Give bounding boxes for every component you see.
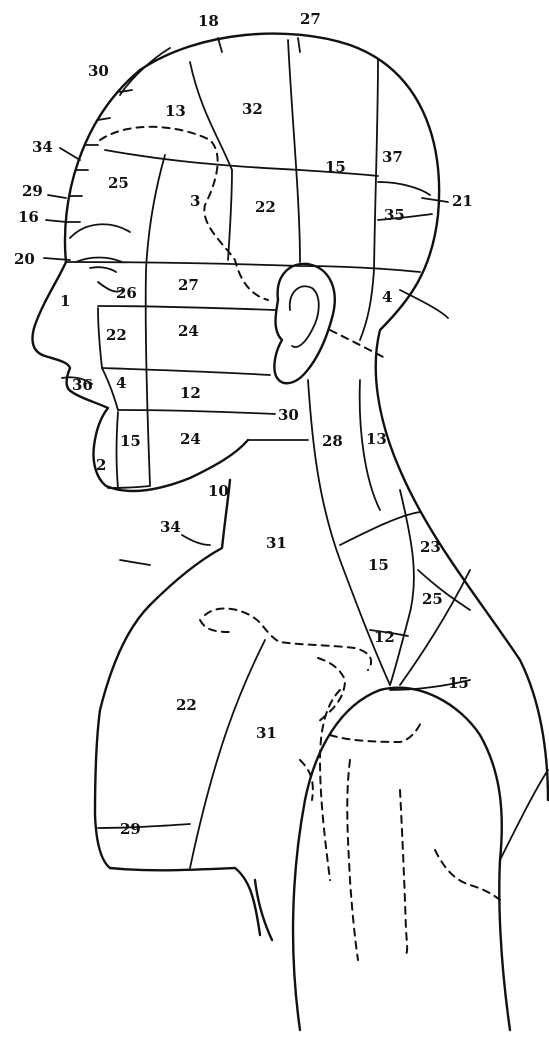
region-label: 30	[278, 406, 299, 424]
region-label: 32	[242, 100, 263, 118]
region-label: 1	[60, 292, 70, 310]
facial-features	[62, 224, 130, 384]
region-label: 24	[180, 430, 201, 448]
region-label: 29	[22, 182, 43, 200]
region-label: 15	[120, 432, 141, 450]
region-label: 24	[178, 322, 199, 340]
region-boundaries	[66, 40, 548, 868]
region-label: 25	[108, 174, 129, 192]
region-label: 2	[96, 456, 106, 474]
region-label: 15	[448, 674, 469, 692]
region-label: 4	[116, 374, 126, 392]
region-label: 30	[88, 62, 109, 80]
region-label: 27	[178, 276, 199, 294]
region-label: 10	[208, 482, 229, 500]
region-label: 27	[300, 10, 321, 28]
region-label: 31	[256, 724, 277, 742]
region-label: 36	[72, 376, 93, 394]
region-label: 15	[368, 556, 389, 574]
region-label: 13	[165, 102, 186, 120]
region-label: 3	[190, 192, 200, 210]
region-label: 13	[366, 430, 387, 448]
region-label: 25	[422, 590, 443, 608]
region-label: 22	[255, 198, 276, 216]
region-labels: 18 27 30 13 32 34 25 37 15 29 16 3 22 35…	[14, 10, 473, 838]
region-label: 37	[382, 148, 403, 166]
region-label: 22	[176, 696, 197, 714]
region-label: 29	[120, 820, 141, 838]
ear	[274, 264, 334, 383]
region-label: 34	[160, 518, 181, 536]
region-label: 26	[116, 284, 137, 302]
region-label: 4	[382, 288, 392, 306]
region-label: 34	[32, 138, 53, 156]
region-label: 23	[420, 538, 441, 556]
region-label: 20	[14, 250, 35, 268]
region-label: 21	[452, 192, 473, 210]
region-label: 12	[180, 384, 201, 402]
region-label: 12	[374, 628, 395, 646]
region-label: 31	[266, 534, 287, 552]
region-label: 16	[18, 208, 39, 226]
region-label: 22	[106, 326, 127, 344]
region-label: 35	[384, 206, 405, 224]
region-label: 28	[322, 432, 343, 450]
region-label: 15	[325, 158, 346, 176]
region-label: 18	[198, 12, 219, 30]
